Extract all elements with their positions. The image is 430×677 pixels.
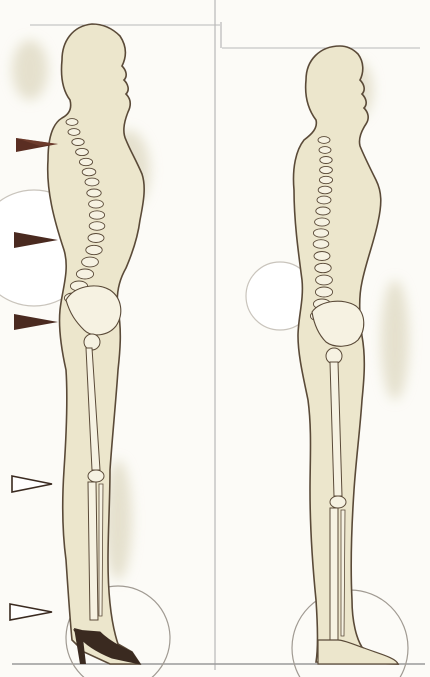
triangle-marker-icon xyxy=(10,604,52,620)
tibia xyxy=(88,482,98,620)
tibia xyxy=(330,508,338,640)
triangle-marker-icon xyxy=(14,314,58,330)
left-figure xyxy=(0,24,170,677)
fibula xyxy=(341,510,345,636)
fibula xyxy=(99,484,103,616)
knee-joint xyxy=(88,470,104,482)
knee-joint xyxy=(330,496,346,508)
triangle-marker-icon xyxy=(12,476,52,492)
